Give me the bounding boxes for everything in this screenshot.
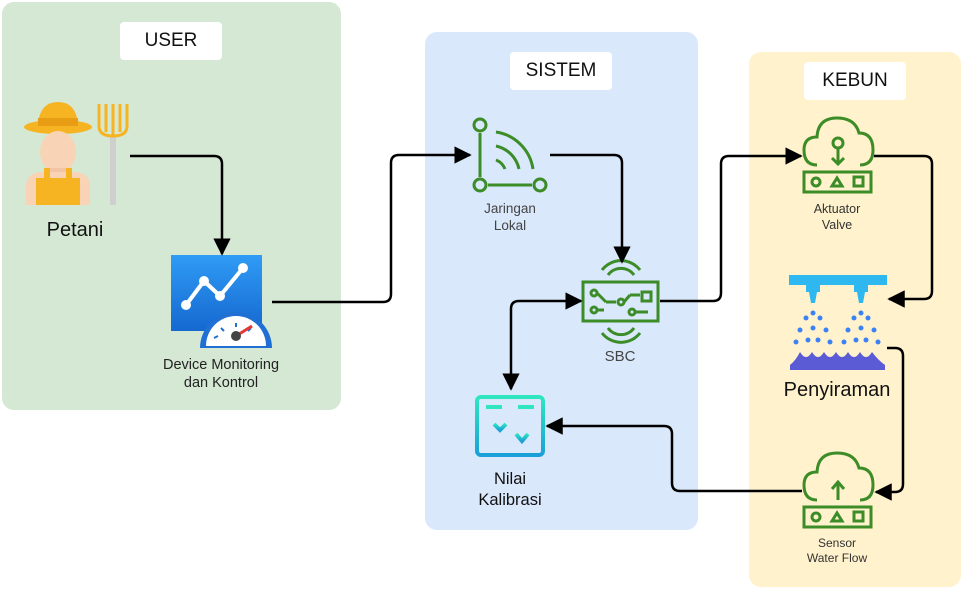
- edge-sensor-nilai: [545, 417, 802, 493]
- jaringan-label: Jaringan Lokal: [484, 201, 536, 233]
- circuit-board-icon: [581, 259, 660, 344]
- connectors: [130, 146, 934, 501]
- kebun-group-label: KEBUN: [804, 62, 906, 100]
- sbc-label: SBC: [604, 348, 636, 365]
- edge-aktuator-penyiraman: [874, 154, 934, 308]
- sensor-label: Sensor Water Flow: [806, 536, 868, 565]
- edge-petani-device: [130, 154, 231, 256]
- cloud-valve-icon: [802, 116, 875, 194]
- calibration-icon: [475, 395, 545, 457]
- petani-label: Petani: [46, 219, 104, 241]
- aktuator-label: Aktuator Valve: [813, 202, 861, 232]
- penyiraman-label: Penyiraman: [783, 379, 891, 401]
- edge-sbc-nilai: [502, 292, 583, 391]
- network-icon: [472, 117, 548, 193]
- edge-jaringan-sbc: [550, 153, 631, 264]
- sprinkler-icon: [789, 275, 887, 370]
- pitchfork-icon: [97, 104, 129, 205]
- nilai-label: Nilai Kalibrasi: [478, 470, 542, 509]
- device-label: Device Monitoring dan Kontrol: [162, 357, 280, 392]
- edge-sbc-aktuator: [660, 147, 803, 303]
- cloud-sensor-icon: [802, 451, 875, 529]
- user-group: [2, 2, 341, 410]
- farmer-icon: [24, 102, 92, 205]
- sistem-group-label: SISTEM: [510, 52, 612, 90]
- user-group-label: USER: [120, 22, 222, 60]
- edge-penyiraman-sensor: [874, 346, 905, 501]
- edge-device-jaringan: [272, 146, 472, 304]
- dashboard-icon: [171, 255, 272, 348]
